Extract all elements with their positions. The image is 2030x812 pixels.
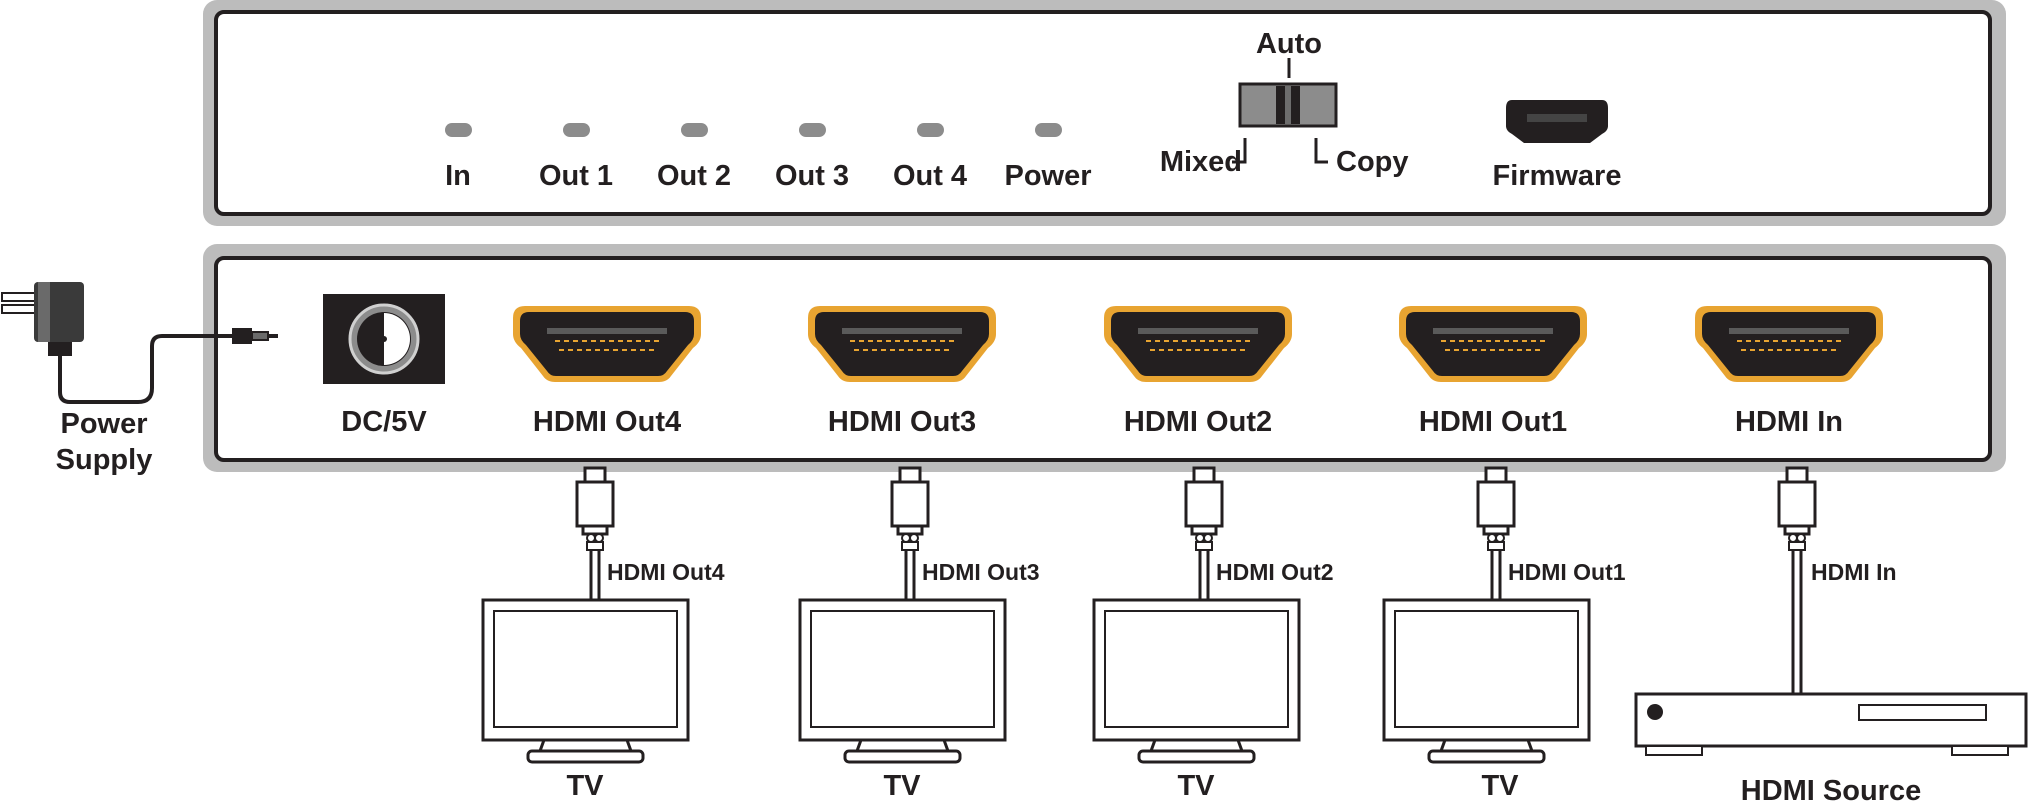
dc-jack-label: DC/5V	[341, 406, 427, 438]
hdmi-out2-port[interactable]	[1103, 305, 1293, 383]
port-label-out3: HDMI Out3	[828, 406, 976, 438]
cable-in	[1777, 466, 1817, 694]
mode-switch[interactable]	[1238, 82, 1338, 128]
hdmi-in-port[interactable]	[1694, 305, 1884, 383]
switch-label-mixed: Mixed	[1160, 146, 1242, 178]
tv-label-4: TV	[1481, 770, 1519, 802]
rear-panel: DC/5V HDMI Out4 HDMI Out3 HDMI Out2 HDMI…	[203, 244, 2006, 472]
firmware-port[interactable]	[1506, 100, 1608, 143]
tv-3	[1092, 598, 1301, 764]
cable-label-out1: HDMI Out1	[1508, 559, 1626, 585]
switch-label-auto: Auto	[1256, 28, 1322, 60]
hdmi-out4-port[interactable]	[512, 305, 702, 383]
led-label-in: In	[445, 160, 471, 192]
port-label-out2: HDMI Out2	[1124, 406, 1272, 438]
cable-out1	[1476, 466, 1516, 602]
tv-2	[798, 598, 1007, 764]
port-label-out1: HDMI Out1	[1419, 406, 1567, 438]
power-supply-label-line1: Power	[60, 408, 147, 440]
led-label-out1: Out 1	[539, 160, 613, 192]
cable-out3	[890, 466, 930, 602]
power-supply-label-line2: Supply	[56, 444, 153, 476]
port-label-in: HDMI In	[1735, 406, 1843, 438]
front-panel: In Out 1 Out 2 Out 3 Out 4 Power Auto Mi…	[203, 0, 2006, 226]
cable-label-in: HDMI In	[1811, 559, 1897, 585]
port-label-out4: HDMI Out4	[533, 406, 681, 438]
cable-label-out3: HDMI Out3	[922, 559, 1040, 585]
led-label-out4: Out 4	[893, 160, 967, 192]
power-supply-adapter	[1, 282, 278, 404]
switch-label-copy: Copy	[1336, 146, 1409, 178]
dc-power-jack[interactable]	[323, 294, 445, 384]
led-label-out2: Out 2	[657, 160, 731, 192]
tv-1	[481, 598, 690, 764]
cable-out4	[575, 466, 615, 602]
cable-label-out4: HDMI Out4	[607, 559, 725, 585]
tv-label-2: TV	[883, 770, 921, 802]
tv-label-3: TV	[1177, 770, 1215, 802]
hdmi-out3-port[interactable]	[807, 305, 997, 383]
hdmi-out1-port[interactable]	[1398, 305, 1588, 383]
led-out2	[681, 123, 708, 137]
hdmi-source-label: HDMI Source	[1741, 775, 1921, 807]
led-out1	[563, 123, 590, 137]
cable-label-out2: HDMI Out2	[1216, 559, 1334, 585]
led-power	[1035, 123, 1062, 137]
hdmi-source-device	[1634, 692, 2028, 756]
tv-label-1: TV	[566, 770, 604, 802]
led-label-power: Power	[1004, 160, 1091, 192]
firmware-label: Firmware	[1493, 160, 1622, 192]
led-label-out3: Out 3	[775, 160, 849, 192]
led-out3	[799, 123, 826, 137]
tv-4	[1382, 598, 1591, 764]
led-out4	[917, 123, 944, 137]
led-in	[445, 123, 472, 137]
cable-out2	[1184, 466, 1224, 602]
